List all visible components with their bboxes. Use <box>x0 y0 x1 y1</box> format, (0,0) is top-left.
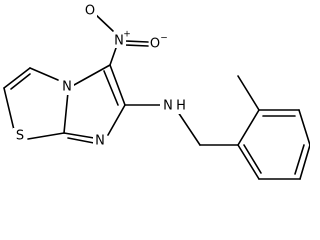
bond-nitroN-O-right-double <box>124 44 149 47</box>
bond-Cpara-Cmeta2-double <box>294 144 305 175</box>
bond-C6-Nlower <box>107 104 126 136</box>
atom-amine-N: N <box>163 99 173 114</box>
bond-Cpara-Cmeta2 <box>299 144 310 180</box>
bond-Cortho2-Cipso <box>237 144 260 180</box>
atom-bridge-N: N <box>62 80 72 95</box>
molecule-structure-diagram: N + O O − N N S N H <box>3 3 310 180</box>
bond-S-C7a <box>27 132 65 140</box>
bond-Cortho-methyl <box>237 75 260 111</box>
bond-C2-S <box>3 87 15 131</box>
bond-C5-C6 <box>109 64 126 106</box>
bond-Cipso-Cortho <box>237 109 260 146</box>
atom-ring-S: S <box>16 129 24 144</box>
bond-C3-C2 <box>3 67 31 89</box>
molecule-svg: N + O O − N N S N H <box>3 3 310 180</box>
atom-nitro-N-charge: + <box>123 30 131 40</box>
bond-Nlower-C7a-double <box>67 137 95 144</box>
atom-amine-H: H <box>176 99 186 114</box>
bond-nitroN-O-upper <box>94 13 114 32</box>
bond-NH-CH2 <box>177 111 201 146</box>
atom-nitro-O-right: O <box>150 37 160 52</box>
bond-C5-C6-double <box>103 70 119 106</box>
bond-C3-C2-double <box>10 73 31 90</box>
bond-C7a-Nbridge <box>63 91 69 134</box>
bond-Nlower-C7a <box>63 132 95 139</box>
bond-Cortho2-Cipso-double <box>243 144 262 174</box>
bond-Cmeta-Cpara <box>298 109 310 146</box>
bond-Nbridge-C3 <box>29 67 59 81</box>
atom-nitro-O-right-charge: − <box>160 34 168 44</box>
atom-nitro-O-upper: O <box>85 4 95 19</box>
atom-ring-N-lower: N <box>95 134 105 149</box>
bond-nitroN-C5 <box>109 47 117 66</box>
bond-nitroN-O-right <box>124 40 149 43</box>
atom-nitro-N: N <box>114 34 124 49</box>
bond-C5-Nbridge <box>73 64 111 86</box>
